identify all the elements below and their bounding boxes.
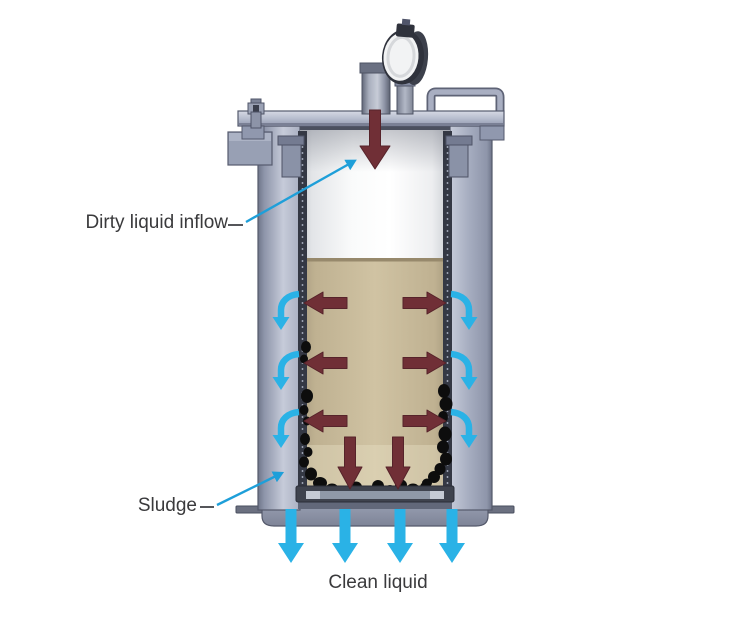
clean-flow-hook-right-2 bbox=[450, 350, 478, 390]
clean-flow-hook-left-3 bbox=[272, 408, 300, 448]
clean-flow-hooks bbox=[272, 290, 478, 448]
sludge-label: Sludge bbox=[137, 495, 197, 516]
dirty-flow-arrow-right-3 bbox=[402, 409, 447, 433]
clean-flow-hook-right-3 bbox=[450, 408, 478, 448]
clean-outflow-arrow-3 bbox=[387, 509, 413, 563]
pressure-gauge bbox=[381, 18, 429, 86]
dirty-inflow-arrow bbox=[359, 109, 391, 170]
clean-outflow-arrows bbox=[278, 509, 465, 563]
filter-bag-edges bbox=[298, 131, 452, 498]
dirty-flow-arrows bbox=[303, 109, 447, 490]
gauge-knob-neck bbox=[401, 18, 411, 26]
bag-clamp-right bbox=[445, 135, 473, 178]
bag-clamp-left bbox=[277, 135, 305, 178]
clean-outflow-arrow-4 bbox=[439, 509, 465, 563]
dirty-flow-arrow-down-1 bbox=[337, 436, 363, 490]
sludge-particles bbox=[299, 341, 453, 496]
dirty-flow-arrow-left-3 bbox=[303, 409, 348, 433]
dirty-flow-arrow-down-2 bbox=[385, 436, 411, 490]
dirty-liquid-inflow-label: Dirty liquid inflow bbox=[85, 212, 228, 233]
vent-bolt bbox=[247, 98, 265, 129]
inlet-port bbox=[359, 62, 393, 115]
clean-flow-hook-left-1 bbox=[272, 290, 300, 330]
dirty-flow-arrow-right-2 bbox=[402, 351, 447, 375]
gauge-knob bbox=[395, 23, 415, 38]
dirty-leader-line bbox=[245, 159, 357, 224]
leader-lines bbox=[200, 159, 357, 508]
dirty-flow-arrow-left-1 bbox=[303, 291, 348, 315]
sludge-leader-line bbox=[216, 471, 285, 507]
gauge-dial-ring bbox=[386, 35, 416, 78]
dirty-flow-arrow-right-1 bbox=[402, 291, 447, 315]
filter-bag-bottom-plate bbox=[295, 485, 455, 509]
lid-handle bbox=[426, 87, 505, 124]
clean-outflow-arrow-1 bbox=[278, 509, 304, 563]
dirty-flow-arrow-left-2 bbox=[303, 351, 348, 375]
clean-flow-hook-right-1 bbox=[450, 290, 478, 330]
clean-outflow-arrow-2 bbox=[332, 509, 358, 563]
clean-liquid-label: Clean liquid bbox=[328, 572, 428, 593]
clean-flow-hook-left-2 bbox=[272, 350, 300, 390]
